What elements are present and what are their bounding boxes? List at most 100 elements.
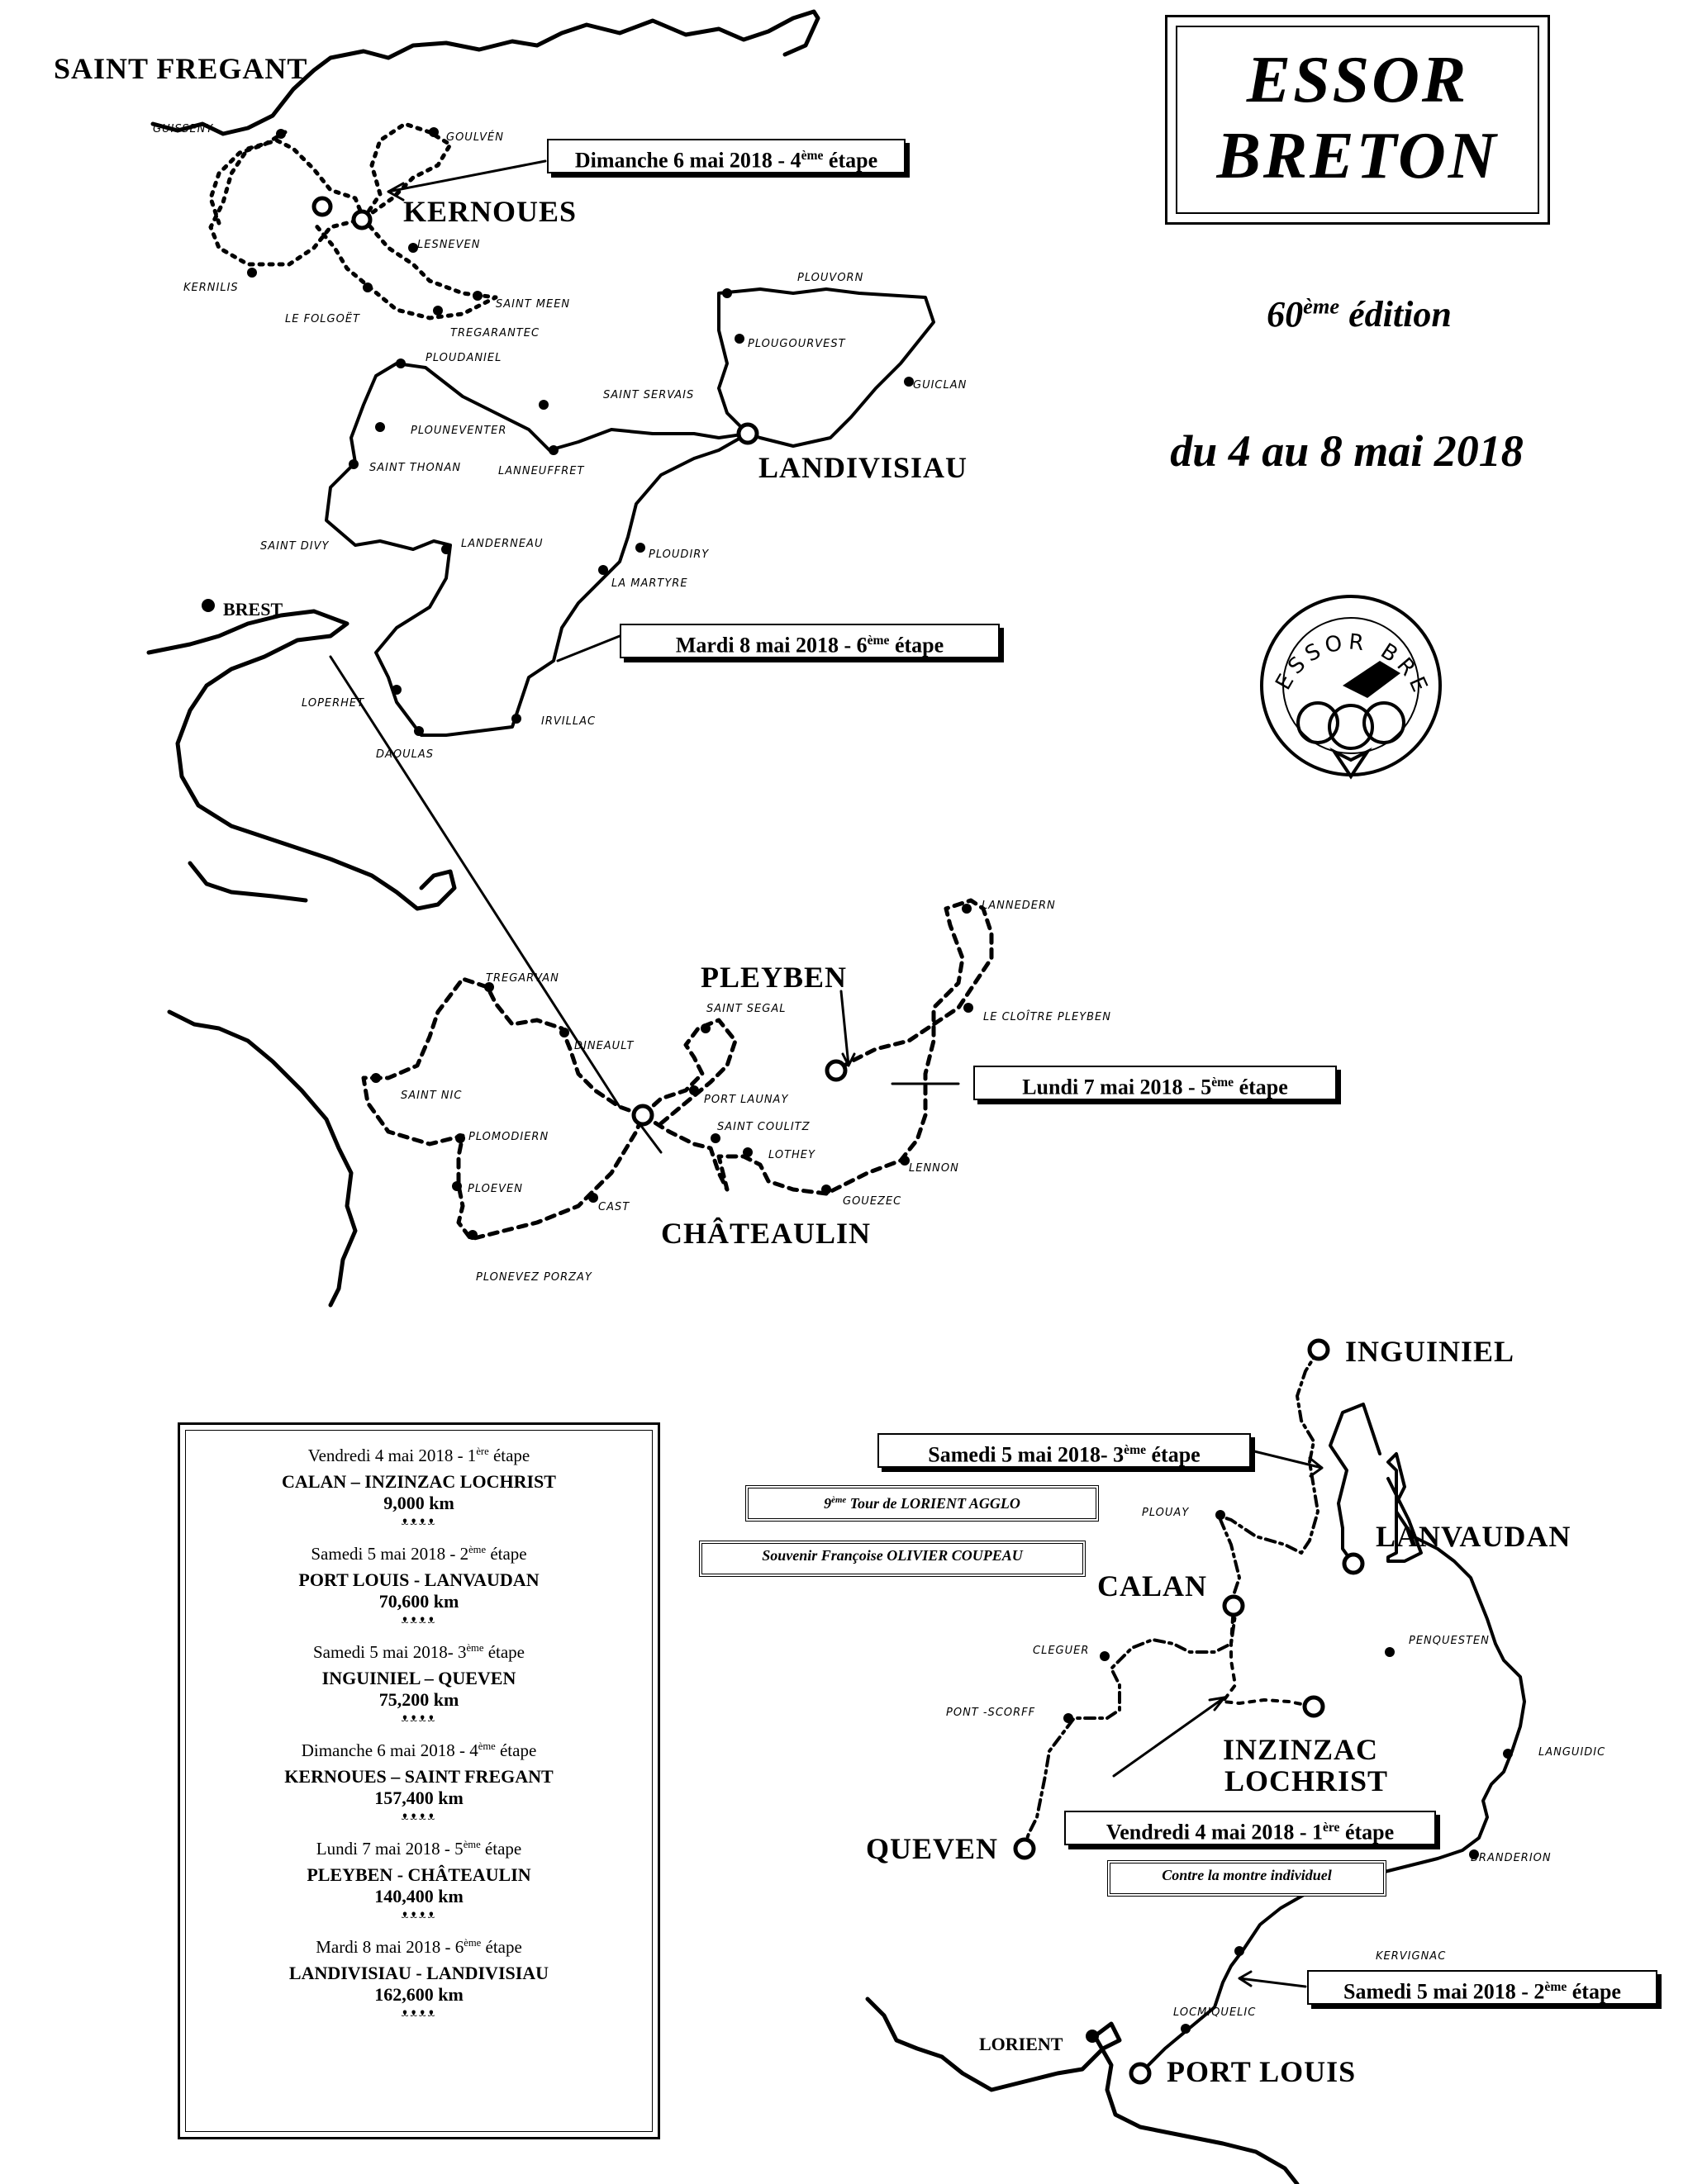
town-saint-divy: SAINT DIVY xyxy=(260,540,330,553)
city-inguiniel: INGUINIEL xyxy=(1345,1335,1514,1368)
town-pont-scorff: PONT -SCORFF xyxy=(946,1707,1035,1719)
town-kernilis: KERNILIS xyxy=(183,282,239,294)
summary-stage-distance: 70,600 km xyxy=(378,1591,459,1612)
summary-stage-route: LANDIVISIAU - LANDIVISIAU xyxy=(288,1963,549,1983)
summary-stage-date: Vendredi 4 mai 2018 - 1ère étape xyxy=(307,1446,530,1465)
coastline-brest xyxy=(146,609,457,911)
summary-stage-distance: 75,200 km xyxy=(378,1689,459,1710)
stage6-label: Mardi 8 mai 2018 - 6ème étape xyxy=(620,624,1000,658)
city-brest: BREST xyxy=(223,599,283,620)
stage5-label: Lundi 7 mai 2018 - 5ème étape xyxy=(973,1066,1337,1100)
town-port-launay: PORT LAUNAY xyxy=(704,1094,788,1106)
summary-ornament: ᴥᴥᴥᴥ xyxy=(401,2006,437,2020)
town-lannedern: LANNEDERN xyxy=(982,900,1056,912)
town-le-cloitre: LE CLOÎTRE PLEYBEN xyxy=(983,1010,1111,1023)
town-gouezec: GOUEZEC xyxy=(843,1195,901,1208)
city-lanvaudan: LANVAUDAN xyxy=(1376,1520,1571,1553)
stage2-route xyxy=(1139,1403,1526,2075)
summary-stage-date: Lundi 7 mai 2018 - 5ème étape xyxy=(316,1839,522,1859)
title-line1: ESSOR xyxy=(1246,44,1469,116)
town-plonevez-porzay: PLONEVEZ PORZAY xyxy=(476,1271,592,1284)
city-pleyben: PLEYBEN xyxy=(701,961,847,994)
summary-stage-route: CALAN – INZINZAC LOCHRIST xyxy=(282,1471,556,1492)
edition-sup: ème xyxy=(1303,293,1340,319)
town-saint-meen: SAINT MEEN xyxy=(496,298,570,311)
town-plouay: PLOUAY xyxy=(1142,1507,1189,1519)
city-landivisiau: LANDIVISIAU xyxy=(758,451,968,484)
town-cast: CAST xyxy=(598,1201,630,1213)
clm-label: Contre la montre individuel xyxy=(1107,1860,1386,1897)
stage4-label: Dimanche 6 mai 2018 - 4ème étape xyxy=(547,139,906,173)
town-saint-thonan: SAINT THONAN xyxy=(369,462,461,474)
town-plougourvest: PLOUGOURVEST xyxy=(748,338,846,350)
city-calan: CALAN xyxy=(1097,1569,1207,1602)
town-loperhet: LOPERHET xyxy=(302,697,364,710)
edition-label: 60ème édition xyxy=(1223,293,1495,335)
direction-arrows xyxy=(329,159,1324,1988)
summary-ornament: ᴥᴥᴥᴥ xyxy=(401,1907,437,1921)
event-dates: du 4 au 8 mai 2018 xyxy=(1170,426,1524,476)
city-labels: SAINT FREGANT KERNOUES LANDIVISIAU BREST… xyxy=(54,52,1571,2088)
town-le-folgoet: LE FOLGOËT xyxy=(285,312,360,325)
summary-ornament: ᴥᴥᴥᴥ xyxy=(401,1711,437,1725)
town-la-martyre: LA MARTYRE xyxy=(611,577,688,590)
town-landerneau: LANDERNEAU xyxy=(461,538,543,550)
town-plomodiern: PLOMODIERN xyxy=(468,1131,549,1143)
summary-stage-date: Mardi 8 mai 2018 - 6ème étape xyxy=(316,1937,522,1957)
stage1-label: Vendredi 4 mai 2018 - 1ère étape xyxy=(1064,1811,1436,1845)
town-tregarantec: TREGARANTEC xyxy=(450,327,540,339)
edition-number: 60 xyxy=(1267,294,1304,335)
tour-label: 9ème Tour de LORIENT AGGLO xyxy=(745,1485,1099,1522)
title-line2: BRETON xyxy=(1216,120,1499,192)
coastline-north xyxy=(150,9,820,136)
coastline-douarnenez xyxy=(167,1009,358,1308)
coastline-lorient xyxy=(865,1996,1300,2184)
city-lorient: LORIENT xyxy=(979,2034,1063,2054)
town-guiclan: GUICLAN xyxy=(913,379,967,392)
city-lochrist: LOCHRIST xyxy=(1224,1764,1388,1797)
town-ploeven: PLOEVEN xyxy=(468,1183,523,1195)
stage3-label: Samedi 5 mai 2018- 3ème étape xyxy=(877,1433,1251,1468)
coastline-crozon xyxy=(188,861,308,903)
summary-ornament: ᴥᴥᴥᴥ xyxy=(401,1514,437,1528)
town-lanneuffret: LANNEUFFRET xyxy=(498,465,585,477)
city-port-louis: PORT LOUIS xyxy=(1167,2055,1356,2088)
town-ploudaniel: PLOUDANIEL xyxy=(426,352,502,364)
summary-ornament: ᴥᴥᴥᴥ xyxy=(401,1809,437,1823)
town-plouneventer: PLOUNEVENTER xyxy=(411,425,506,437)
town-penquesten: PENQUESTEN xyxy=(1409,1635,1490,1647)
town-plouvorn: PLOUVORN xyxy=(797,272,863,284)
summary-stage-route: PLEYBEN - CHÂTEAULIN xyxy=(307,1864,531,1885)
town-daoulas: DAOULAS xyxy=(376,748,434,761)
town-tregarvan: TREGARVAN xyxy=(486,972,559,985)
city-inzinzac: INZINZAC xyxy=(1223,1733,1378,1766)
summary-stage-distance: 162,600 km xyxy=(374,1984,464,2005)
souvenir-label: Souvenir Françoise OLIVIER COUPEAU xyxy=(699,1541,1086,1577)
town-locmiquelic: LOCMIQUELIC xyxy=(1173,2006,1256,2019)
stage5-route xyxy=(361,898,994,1242)
stage-town-rings xyxy=(311,196,1365,2085)
town-saint-servais: SAINT SERVAIS xyxy=(603,389,694,401)
town-saint-segal: SAINT SEGAL xyxy=(706,1003,786,1015)
town-goulven: GOULVÉN xyxy=(446,131,504,144)
town-branderion: BRANDERION xyxy=(1471,1852,1552,1864)
summary-stage-route: KERNOUES – SAINT FREGANT xyxy=(284,1766,554,1787)
town-lothey: LOTHEY xyxy=(768,1149,815,1161)
stage6-route xyxy=(325,287,935,737)
town-saint-nic: SAINT NIC xyxy=(401,1090,462,1102)
title-box: ESSOR BRETON xyxy=(1165,15,1550,225)
summary-stage-route: INGUINIEL – QUEVEN xyxy=(321,1668,516,1688)
town-lesneven: LESNEVEN xyxy=(417,239,480,251)
summary-stage-distance: 140,400 km xyxy=(374,1886,464,1906)
summary-stage-date: Samedi 5 mai 2018- 3ème étape xyxy=(312,1642,525,1662)
summary-stage-date: Samedi 5 mai 2018 - 2ème étape xyxy=(311,1544,527,1564)
stage2-label: Samedi 5 mai 2018 - 2ème étape xyxy=(1307,1970,1657,2005)
city-kernoues: KERNOUES xyxy=(403,195,577,228)
summary-stage-distance: 9,000 km xyxy=(383,1493,454,1513)
